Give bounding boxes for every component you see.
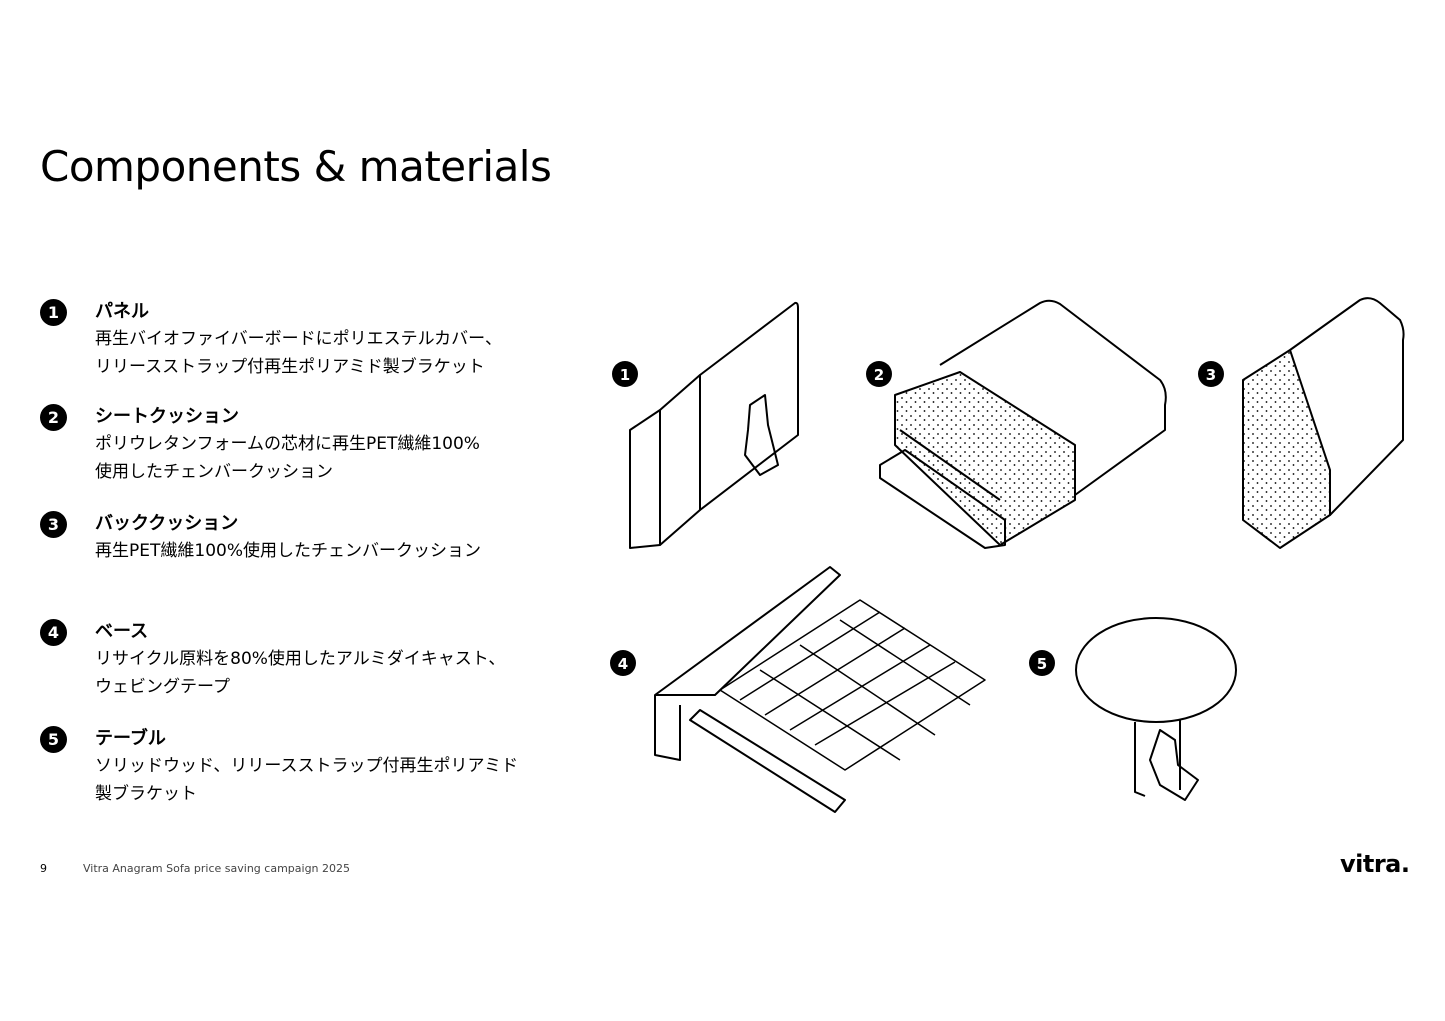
number-badge: 2 <box>40 404 67 431</box>
vitra-logo: vitra. <box>1340 850 1410 878</box>
component-desc: 製ブラケット <box>95 784 197 804</box>
number-badge: 4 <box>40 619 67 646</box>
component-desc: 再生PET繊維100%使用したチェンバークッション <box>95 541 481 561</box>
component-title: バッククッション <box>95 513 239 534</box>
component-desc: 再生バイオファイバーボードにポリエステルカバー、 <box>95 329 502 349</box>
component-desc: ウェビングテープ <box>95 677 230 697</box>
base-illustration <box>654 566 986 813</box>
number-badge: 3 <box>40 511 67 538</box>
component-title: テーブル <box>95 728 166 749</box>
component-desc: ポリウレタンフォームの芯材に再生PET繊維100% <box>95 434 480 454</box>
number-badge: 5 <box>40 726 67 753</box>
illustration-label: 5 <box>1037 655 1047 673</box>
illustration-badge <box>866 361 892 387</box>
component-desc: リリースストラップ付再生ポリアミド製ブラケット <box>95 357 485 377</box>
illustration-badge <box>1029 650 1055 676</box>
illustration-label: 4 <box>618 655 628 673</box>
page-title: Components & materials <box>40 142 552 191</box>
illustration-badge <box>610 650 636 676</box>
illustration-badge <box>1198 361 1224 387</box>
page-number: 9 <box>40 862 47 875</box>
component-desc: 使用したチェンバークッション <box>95 462 333 482</box>
component-title: シートクッション <box>95 406 239 427</box>
illustration-label: 3 <box>1206 366 1216 384</box>
illustration-label: 1 <box>620 366 630 384</box>
illustration-badge <box>612 361 638 387</box>
back-cushion-illustration <box>1242 297 1405 549</box>
component-title: ベース <box>95 621 149 642</box>
panel-illustration <box>629 301 799 549</box>
illustration-label: 2 <box>874 366 884 384</box>
seat-cushion-illustration <box>879 299 1167 549</box>
number-badge: 1 <box>40 299 67 326</box>
component-desc: リサイクル原料を80%使用したアルミダイキャスト、 <box>95 649 506 669</box>
table-illustration <box>1075 617 1237 801</box>
footer-text: Vitra Anagram Sofa price saving campaign… <box>83 862 351 875</box>
component-desc: ソリッドウッド、リリースストラップ付再生ポリアミド <box>95 756 519 776</box>
component-title: パネル <box>95 301 149 322</box>
